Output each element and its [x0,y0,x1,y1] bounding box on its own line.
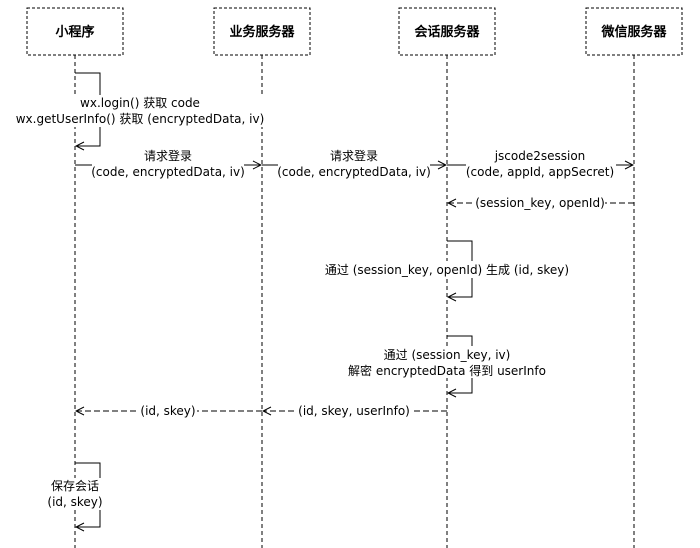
save-session-line1: 保存会话 [51,479,99,493]
participant-wechat-server: 微信服务器 [585,7,683,56]
jscode2session-line1: jscode2session [494,149,586,163]
participant-wechat-server-label: 微信服务器 [600,24,667,40]
participant-business-server-label: 业务服务器 [229,24,295,40]
return-session-key: (session_key, openId) [448,194,634,211]
return-miniprogram-label: (id, skey) [140,404,195,418]
wx-getuserinfo-label: wx.getUserInfo() 获取 (encryptedData, iv) [16,112,265,126]
jscode2session-line2: (code, appId, appSecret) [466,165,614,179]
message-request-login-1: 请求登录 (code, encryptedData, iv) [75,148,261,180]
save-session-line2: (id, skey) [47,495,102,509]
return-id-skey: (id, skey) [76,402,262,419]
request-login-2-line1: 请求登录 [330,148,378,163]
message-request-login-2: 请求登录 (code, encryptedData, iv) [262,148,446,180]
self-message-save-session: 保存会话 (id, skey) [44,462,106,527]
generate-id-skey-label: 通过 (session_key, openId) 生成 (id, skey) [325,263,569,277]
session-key-label: (session_key, openId) [475,196,605,210]
request-login-1-line2: (code, encryptedData, iv) [91,165,245,179]
participant-miniprogram: 小程序 [26,7,124,56]
self-message-wx-login: wx.login() 获取 code wx.getUserInfo() 获取 (… [2,72,282,146]
participant-miniprogram-label: 小程序 [55,24,94,40]
request-login-1-line1: 请求登录 [144,148,192,163]
decrypt-line1: 通过 (session_key, iv) [384,348,511,362]
decrypt-line2: 解密 encryptedData 得到 userInfo [348,363,546,378]
participant-session-server-label: 会话服务器 [414,24,480,40]
message-jscode2session: jscode2session (code, appId, appSecret) [447,149,633,180]
self-message-generate: 通过 (session_key, openId) 生成 (id, skey) [322,240,572,297]
participant-session-server: 会话服务器 [398,7,496,56]
participant-business-server: 业务服务器 [213,7,311,56]
return-business-label: (id, skey, userInfo) [298,404,410,418]
request-login-2-line2: (code, encryptedData, iv) [277,165,431,179]
wx-login-label: wx.login() 获取 code [80,96,200,110]
return-id-skey-userinfo: (id, skey, userInfo) [263,402,447,419]
self-message-decrypt: 通过 (session_key, iv) 解密 encryptedData 得到… [340,335,554,393]
